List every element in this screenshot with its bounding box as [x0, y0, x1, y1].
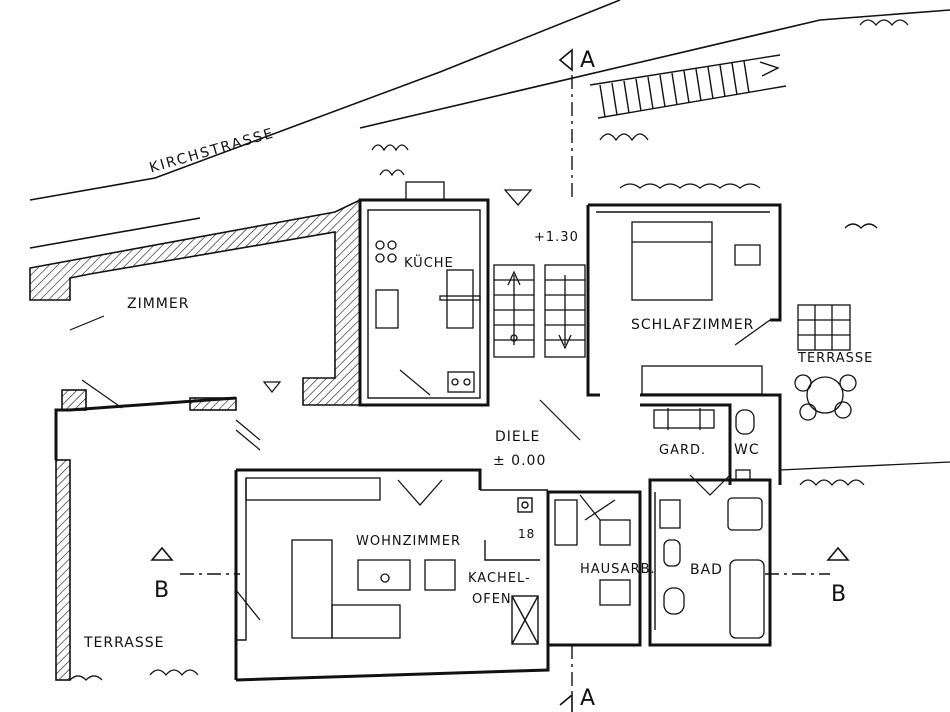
street-lines: [29, 0, 950, 249]
room-label-hausarb: HAUSARB.: [580, 562, 656, 577]
walls: [54, 198, 782, 682]
room-label-gard: GARD.: [659, 443, 707, 458]
terrace-right: [779, 304, 950, 471]
hatched-walls: [29, 198, 361, 681]
outer-stair: [589, 54, 787, 119]
section-a-top: A: [580, 48, 596, 73]
utility-fittings: [554, 499, 631, 606]
living-furniture: [245, 477, 456, 639]
section-lines: [180, 75, 830, 700]
room-label-schlafzimmer: SCHLAFZIMMER: [631, 317, 755, 333]
wardrobe-wc-fittings: [653, 408, 755, 481]
room-label-terrasse-left: TERRASSE: [84, 635, 165, 651]
chimney-size: 18: [518, 527, 536, 541]
section-a-bottom: A: [580, 686, 596, 711]
stove-chimney: [484, 497, 540, 645]
room-label-bad: BAD: [690, 562, 723, 578]
section-b-left: B: [154, 578, 170, 603]
room-label-kueche: KÜCHE: [404, 256, 454, 271]
vegetation: [69, 19, 909, 681]
bath-fittings: [659, 497, 765, 639]
room-label-wc: WC: [734, 442, 760, 458]
interior-stair: [493, 189, 586, 358]
room-label-zimmer: ZIMMER: [127, 296, 190, 312]
section-b-right: B: [831, 582, 847, 607]
bedroom-fittings: [631, 221, 771, 395]
room-label-wohnzimmer: WOHNZIMMER: [356, 534, 462, 549]
doors: [69, 315, 731, 621]
level-diele: ± 0.00: [493, 453, 547, 469]
room-label-kachelofen-2: OFEN: [472, 592, 512, 607]
level-landing: +1.30: [534, 230, 579, 245]
kitchen-fittings: [375, 181, 481, 393]
room-label-terrasse-right: TERRASSE: [798, 351, 874, 366]
section-markers: [150, 48, 850, 712]
room-label-kachelofen-1: KACHEL-: [468, 571, 531, 586]
room-label-diele: DIELE: [495, 429, 541, 445]
